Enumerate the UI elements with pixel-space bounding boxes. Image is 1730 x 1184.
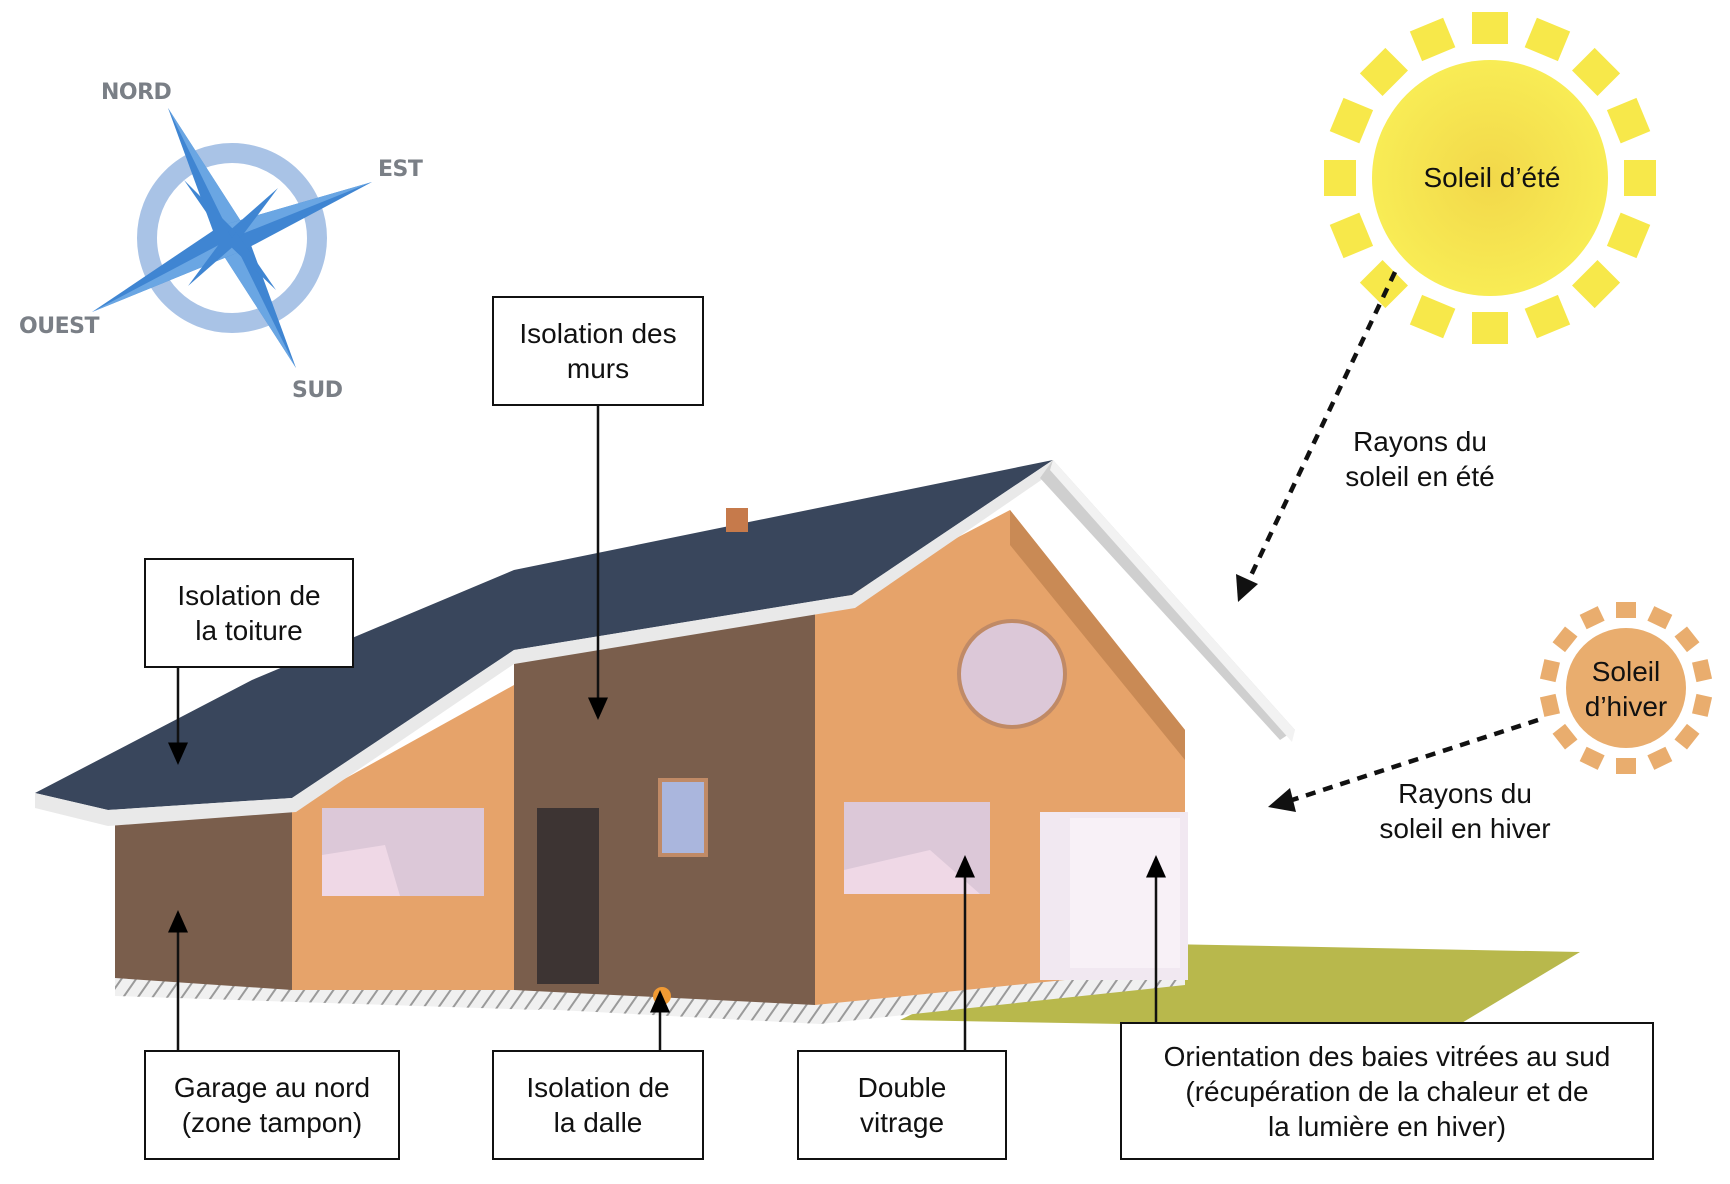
compass-north-label: NORD xyxy=(101,80,172,105)
winter-ray-arrow xyxy=(1291,717,1539,803)
double-glazing-box: Double vitrage xyxy=(797,1050,1007,1160)
garage-wall xyxy=(115,808,292,990)
walls-insulation-box: Isolation des murs xyxy=(492,296,704,406)
orientation-box: Orientation des baies vitrées au sud (ré… xyxy=(1120,1022,1654,1160)
double-glazing-label: Double vitrage xyxy=(857,1072,947,1138)
sun-ray xyxy=(1616,758,1636,774)
sun-ray xyxy=(1539,693,1560,717)
summer-sun-icon xyxy=(1324,12,1656,344)
winter-rays-label: Rayons du soleil en hiver xyxy=(1379,778,1551,844)
foundation-strip xyxy=(115,978,540,1010)
sun-ray xyxy=(1329,212,1374,259)
sun-ray xyxy=(1674,626,1700,653)
small-window xyxy=(658,778,708,857)
summer-ray-arrow xyxy=(1242,271,1398,589)
roof xyxy=(35,460,1053,810)
sun-ray xyxy=(1524,17,1571,62)
callout-arrows xyxy=(168,405,1166,1050)
sun-ray xyxy=(1692,693,1713,717)
compass-south-label: SUD xyxy=(292,378,343,403)
compass-rose-icon xyxy=(92,108,372,368)
roof-insulation-label: Isolation de la toiture xyxy=(177,580,321,646)
sun-ray xyxy=(1329,97,1374,144)
sun-ray xyxy=(1552,626,1578,653)
sun-ray xyxy=(1409,294,1456,339)
sun-ray xyxy=(1572,260,1621,309)
slab-marker xyxy=(653,987,671,1005)
summer-sun-label: Soleil d’été xyxy=(1423,162,1561,193)
left-window-reflection xyxy=(322,845,400,896)
sun-ray xyxy=(1606,97,1651,144)
sun-ray xyxy=(1692,659,1713,683)
sun-ray xyxy=(1674,723,1700,750)
winter-sun-icon xyxy=(1539,602,1713,774)
sun-ray xyxy=(1472,12,1508,44)
garage-label: Garage au nord (zone tampon) xyxy=(173,1072,371,1138)
sun-ray xyxy=(1579,746,1605,770)
gable-shadow xyxy=(1010,510,1185,760)
sun-ray xyxy=(1539,659,1560,683)
sun-ray xyxy=(1472,312,1508,344)
sun-ray xyxy=(1324,160,1356,196)
roof-overhang xyxy=(1050,460,1295,742)
sun-ray xyxy=(1606,212,1651,259)
slab-insulation-box: Isolation de la dalle xyxy=(492,1050,704,1160)
sun-disc xyxy=(1566,628,1686,748)
compass-west-label: OUEST xyxy=(19,314,99,339)
sun-ray xyxy=(1359,260,1408,309)
garage-box: Garage au nord (zone tampon) xyxy=(144,1050,400,1160)
sun-disc xyxy=(1372,60,1608,296)
roof-insulation-box: Isolation de la toiture xyxy=(144,558,354,668)
chimney xyxy=(726,508,748,532)
sun-ray xyxy=(1409,17,1456,62)
sun-ray xyxy=(1616,602,1636,618)
foundation-strip xyxy=(810,968,1185,1024)
winter-ray-arrowhead xyxy=(1268,788,1296,812)
round-window xyxy=(957,619,1067,729)
sun-ray xyxy=(1572,47,1621,96)
bay-window-reflection xyxy=(1070,818,1180,968)
sun-ray xyxy=(1524,294,1571,339)
winter-sun-label: Soleil d’hiver xyxy=(1584,656,1668,722)
front-door xyxy=(537,808,599,984)
summer-ray-arrowhead xyxy=(1236,574,1258,602)
sun-ray xyxy=(1624,160,1656,196)
sun-ray xyxy=(1359,47,1408,96)
sun-ray xyxy=(1579,606,1605,630)
sun-ray xyxy=(1647,746,1673,770)
orientation-label: Orientation des baies vitrées au sud (ré… xyxy=(1163,1040,1611,1142)
summer-rays-label: Rayons du soleil en été xyxy=(1345,426,1495,492)
slab-insulation-label: Isolation de la dalle xyxy=(526,1072,670,1138)
compass-east-label: EST xyxy=(378,157,423,182)
sun-ray xyxy=(1647,606,1673,630)
walls-insulation-label: Isolation des murs xyxy=(519,318,677,384)
glazing-window-reflection xyxy=(844,850,980,894)
sun-ray xyxy=(1552,723,1578,750)
